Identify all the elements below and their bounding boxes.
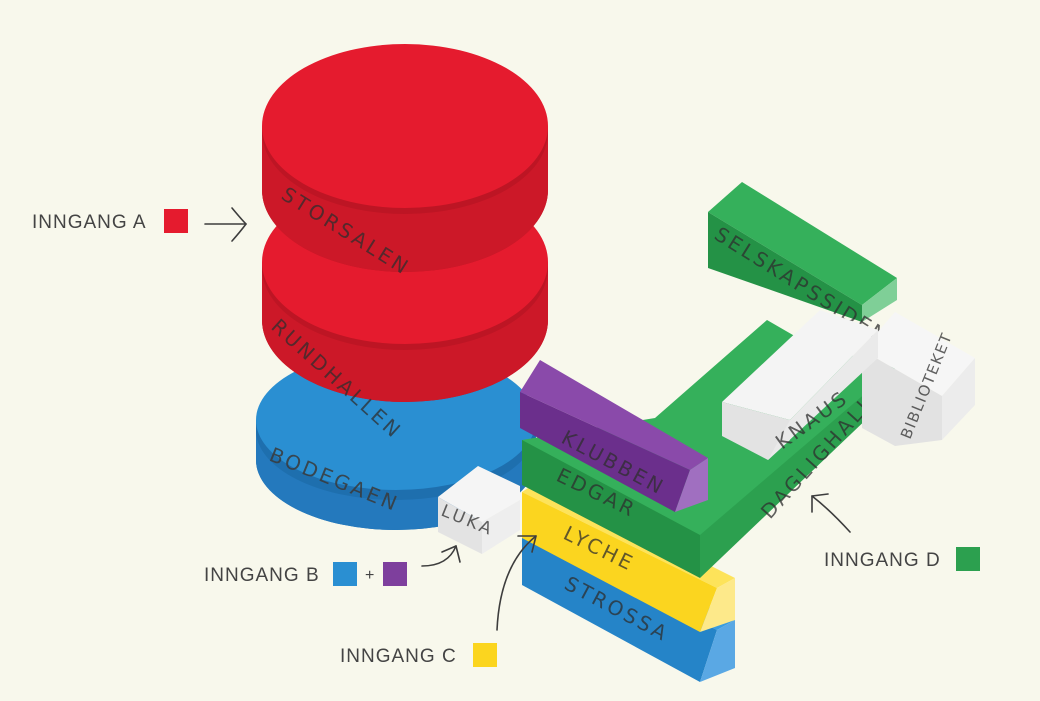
room-selskapssiden[interactable]: SELSKAPSSIDEN bbox=[708, 182, 897, 349]
entrance-c[interactable]: INNGANG C bbox=[340, 535, 537, 667]
entrance-d-arrow-icon bbox=[811, 493, 851, 533]
room-klubben[interactable]: KLUBBEN bbox=[520, 360, 708, 512]
entrance-b-color-swatch-purple bbox=[383, 562, 407, 586]
entrance-b-label: INNGANG B bbox=[204, 565, 320, 586]
entrance-a[interactable]: INNGANG A bbox=[32, 207, 247, 242]
entrance-b-color-swatch-blue bbox=[333, 562, 357, 586]
entrance-b[interactable]: INNGANG B + bbox=[204, 545, 461, 586]
room-luka[interactable]: LUKA bbox=[438, 466, 520, 554]
entrance-d-label: INNGANG D bbox=[824, 550, 941, 571]
entrance-c-color-swatch bbox=[473, 643, 497, 667]
entrance-c-label: INNGANG C bbox=[340, 646, 457, 667]
entrance-b-arrow-icon bbox=[421, 545, 461, 567]
entrance-a-color-swatch bbox=[164, 209, 188, 233]
entrance-d-color-swatch bbox=[956, 547, 980, 571]
entrance-b-plus: + bbox=[365, 567, 374, 584]
entrance-c-arrow-icon bbox=[496, 535, 537, 631]
room-biblioteket[interactable]: BIBLIOTEKET bbox=[862, 312, 975, 446]
entrance-d[interactable]: INNGANG D bbox=[811, 493, 980, 571]
entrance-a-arrow-icon bbox=[204, 207, 247, 242]
entrance-a-label: INNGANG A bbox=[32, 212, 147, 233]
room-storsalen[interactable]: STORSALEN bbox=[262, 44, 548, 280]
